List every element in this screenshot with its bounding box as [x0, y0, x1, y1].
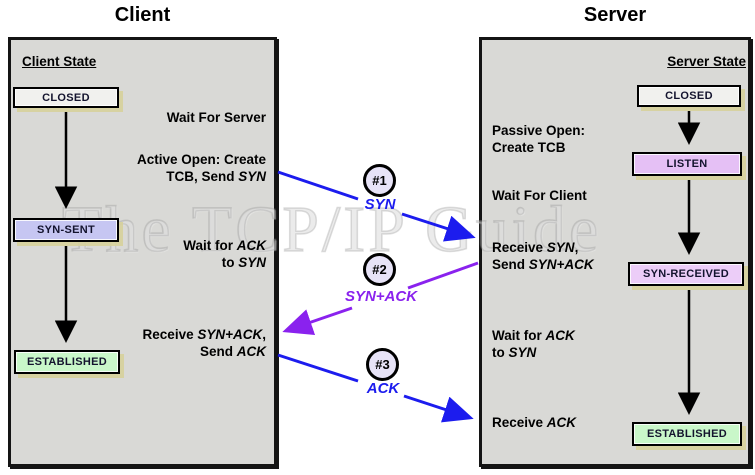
server-note-send-synack-line2: Send: [492, 256, 529, 272]
client-state-syn-sent: SYN-SENT: [13, 218, 119, 242]
server-state-header: Server State: [667, 54, 746, 69]
server-note-passive-open-line1: Passive Open:: [492, 123, 586, 138]
message-3-badge: #3: [366, 348, 399, 381]
client-note-wait-for-server: Wait For Server: [167, 110, 266, 127]
message-2-badge: #2: [363, 253, 396, 286]
client-note-active-open: Active Open: Create TCB, Send SYN: [137, 152, 266, 185]
message-3-label: ACK: [366, 380, 400, 397]
client-title: Client: [114, 4, 171, 26]
client-note-wait-ack-syn: SYN: [238, 254, 266, 270]
client-note-receive-synack-kw: SYN+ACK: [197, 327, 263, 342]
message-1-badge: #1: [363, 164, 396, 197]
synack-arrow-segment-2: [282, 306, 353, 335]
client-note-wait-for-ack: Wait for ACK to SYN: [183, 238, 266, 271]
server-note-passive-open-line2: Create TCB: [492, 139, 566, 155]
server-note-receive-ack-text: Receive: [492, 415, 547, 430]
message-1-label: SYN: [364, 196, 396, 213]
client-note-wait-ack-ack: ACK: [236, 238, 266, 253]
client-note-active-open-line1: Active Open: Create: [136, 152, 266, 167]
server-note-send-synack-kw: SYN+ACK: [528, 256, 594, 272]
server-note-wait-for-client-text: Wait For Client: [492, 188, 587, 203]
server-note-receive-syn-line1: Receive: [492, 240, 547, 255]
client-note-active-open-line2: TCB, Send: [166, 168, 239, 184]
server-note-receive-syn-kw: SYN: [546, 240, 575, 255]
ack-arrow-segment-2: [403, 394, 474, 423]
server-state-syn-received: SYN-RECEIVED: [628, 262, 744, 286]
server-note-receive-syn-comma: ,: [574, 240, 579, 255]
syn-arrow-segment-2: [401, 212, 476, 242]
server-note-wait-for-client: Wait For Client: [492, 188, 587, 205]
client-note-receive-line1: Receive: [142, 327, 198, 342]
syn-arrow-segment-1: [277, 170, 359, 201]
server-state-established: ESTABLISHED: [632, 422, 742, 446]
server-note-wait-ack-ack: ACK: [545, 328, 575, 343]
client-note-active-open-syn: SYN: [238, 168, 266, 184]
client-note-receive-comma: ,: [262, 327, 266, 342]
server-note-wait-for-ack: Wait for ACK to SYN: [492, 328, 575, 361]
client-note-send-ack-line2: Send: [199, 343, 237, 359]
message-2-label: SYN+ACK: [344, 288, 418, 305]
server-note-receive-ack: Receive ACK: [492, 415, 576, 432]
client-state-header: Client State: [22, 54, 97, 69]
client-note-wait-for-server-text: Wait For Server: [166, 110, 266, 125]
client-state-established: ESTABLISHED: [14, 350, 120, 374]
server-note-wait-ack-line2: to: [492, 344, 509, 360]
server-state-listen: LISTEN: [632, 152, 742, 176]
server-note-wait-ack-syn: SYN: [508, 344, 537, 360]
client-state-closed: CLOSED: [13, 87, 119, 108]
server-note-wait-ack-line1: Wait for: [492, 328, 546, 343]
synack-arrow-segment-1: [407, 261, 479, 290]
client-panel: [8, 37, 277, 467]
server-panel: [479, 37, 751, 467]
server-title: Server: [583, 4, 647, 26]
client-note-wait-ack-line1: Wait for: [183, 238, 237, 253]
server-state-closed: CLOSED: [637, 85, 741, 107]
server-note-passive-open: Passive Open: Create TCB: [492, 123, 585, 156]
client-note-wait-ack-line2: to: [221, 254, 239, 270]
client-note-receive-synack: Receive SYN+ACK, Send ACK: [143, 327, 266, 360]
client-note-send-ack-kw: ACK: [236, 343, 266, 359]
server-note-receive-syn: Receive SYN, Send SYN+ACK: [492, 240, 594, 273]
server-note-receive-ack-kw: ACK: [546, 415, 577, 430]
ack-arrow-segment-1: [277, 353, 359, 383]
